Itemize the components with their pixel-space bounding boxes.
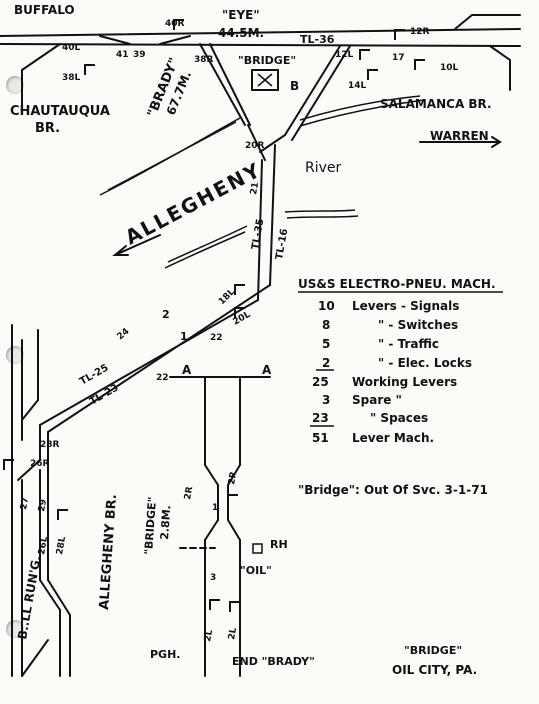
label-2r: 2R [183, 486, 195, 501]
label-3: 3 [210, 573, 216, 583]
machine-row-6-text: Spare " [352, 393, 402, 407]
label-2l-b: 2L [227, 627, 239, 641]
label-tl16: TL-16 [274, 228, 290, 261]
label-38l: 38L [62, 73, 81, 83]
label-39: 39 [133, 50, 146, 60]
label-a-left: A [182, 363, 192, 377]
label-26r: 26R [30, 459, 50, 469]
machine-row-7-text: " Spaces [370, 411, 428, 425]
label-40r: 40R [165, 19, 185, 29]
label-14l: 14L [348, 81, 367, 91]
label-28r: 28R [40, 440, 60, 450]
label-tl23: TL-23 [88, 382, 121, 407]
machine-row-2-num: 8 [322, 318, 330, 332]
machine-row-6-num: 3 [322, 393, 330, 407]
machine-title: US&S ELECTRO-PNEU. MACH. [298, 277, 496, 291]
label-28l: 28L [55, 536, 68, 556]
label-20r: 20R [245, 141, 265, 151]
machine-row-8-num: 51 [312, 431, 329, 445]
label-rh: RH [270, 538, 288, 551]
label-12r: 12R [410, 27, 430, 37]
label-pgh: PGH. [150, 648, 180, 661]
label-chautauqua-br: BR. [35, 121, 60, 136]
label-eye: "EYE" [222, 8, 260, 22]
rh-box-icon [252, 543, 263, 554]
label-bridge-side: "BRIDGE" [142, 496, 159, 555]
label-29: 29 [37, 498, 49, 512]
label-17: 17 [392, 53, 405, 63]
label-oil-city: OIL CITY, PA. [392, 663, 477, 677]
label-41: 41 [116, 50, 129, 60]
punch-hole-middle [6, 346, 24, 364]
machine-row-5-num: 25 [312, 375, 329, 389]
label-26l: 26L [37, 536, 50, 556]
label-bridge-side-mileage: 2.8M. [158, 505, 173, 540]
label-38r: 38R [194, 55, 214, 65]
label-2l: 2L [203, 629, 215, 643]
label-27: 27 [19, 496, 31, 510]
machine-row-4-num: 2 [322, 356, 330, 370]
label-1: 1 [212, 503, 218, 513]
label-12l: 12L [335, 50, 354, 60]
label-arrow-2: 2 [162, 308, 170, 321]
machine-row-3-num: 5 [322, 337, 330, 351]
label-22b: 22 [156, 373, 169, 383]
label-bull-run: B..LL RUN'G. [15, 555, 44, 641]
label-a-right: A [262, 363, 272, 377]
label-21: 21 [249, 181, 261, 195]
machine-row-2-text: " - Switches [378, 318, 458, 332]
machine-row-1-num: 10 [318, 299, 335, 313]
label-buffalo: BUFFALO [14, 3, 75, 17]
label-eye-mileage: 44.5M. [218, 26, 264, 40]
punch-hole-top [6, 76, 24, 94]
label-salamanca: SALAMANCA BR. [380, 97, 492, 111]
label-arrow-1: 1 [180, 330, 188, 343]
label-tl25: TL-25 [78, 362, 111, 387]
machine-row-8-text: Lever Mach. [352, 431, 434, 445]
label-oil: "OIL" [240, 564, 272, 577]
bridge-tower-icon [251, 69, 279, 91]
label-40l: 40L [62, 43, 81, 53]
label-tl36: TL-36 [300, 33, 335, 46]
machine-row-7-num: 23 [312, 411, 329, 425]
label-allegheny-br: ALLEGHENY BR. [97, 494, 120, 611]
label-end-brady: END "BRADY" [232, 655, 315, 668]
label-10l: 10L [440, 63, 459, 73]
label-bridge-bottom: "BRIDGE" [404, 644, 462, 657]
machine-row-3-text: " - Traffic [378, 337, 439, 351]
label-24: 24 [116, 327, 132, 343]
out-of-service-note: "Bridge": Out Of Svc. 3-1-71 [298, 483, 488, 497]
label-b: B [290, 79, 299, 93]
label-warren: WARREN [430, 129, 489, 143]
label-tl35: TL-35 [250, 218, 266, 251]
machine-row-1-text: Levers - Signals [352, 299, 459, 313]
machine-row-5-text: Working Levers [352, 375, 457, 389]
label-bridge-top: "BRIDGE" [238, 54, 296, 67]
label-2r-b: 2R [227, 471, 239, 486]
label-river: River [305, 160, 342, 176]
machine-row-4-text: " - Elec. Locks [378, 356, 472, 370]
label-chautauqua: CHAUTAUQUA [10, 104, 110, 119]
label-22a: 22 [210, 333, 223, 343]
punch-hole-bottom [6, 620, 24, 638]
